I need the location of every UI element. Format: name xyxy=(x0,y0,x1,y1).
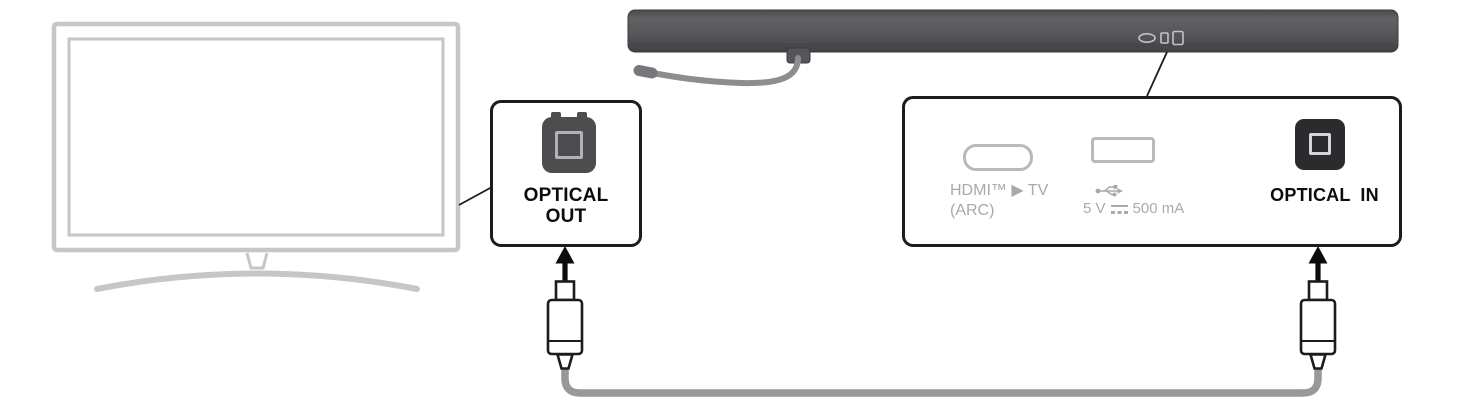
optical-plug-left xyxy=(546,246,584,370)
hdmi-label-line1: HDMI™ ▶ TV xyxy=(950,182,1049,199)
soundbar-port-marks xyxy=(1138,30,1184,46)
hdmi-port-label: HDMI™ ▶ TV (ARC) xyxy=(950,181,1048,221)
up-arrow-icon xyxy=(555,246,575,264)
dc-symbol-icon xyxy=(1110,204,1128,214)
arrow-stem xyxy=(562,262,568,281)
hdmi-label-line2: (ARC) xyxy=(950,202,995,219)
plug-taper xyxy=(1308,353,1328,370)
up-arrow-icon xyxy=(1308,246,1328,264)
plug-body xyxy=(546,298,584,356)
power-cable-wire xyxy=(649,55,801,87)
plug-tip xyxy=(1307,280,1329,302)
usb-voltage: 5 V xyxy=(1083,200,1106,217)
arrow-stem xyxy=(1315,262,1321,281)
soundbar-pointer-line xyxy=(1146,51,1168,97)
optical-port-inner-square xyxy=(555,131,583,159)
tv-stand-neck xyxy=(245,252,269,270)
usb-icon xyxy=(1095,185,1123,197)
usb-port-icon xyxy=(1091,137,1155,163)
soundbar-body xyxy=(627,9,1399,53)
optical-in-label: OPTICAL IN xyxy=(1270,185,1379,205)
usb-symbol-wrap xyxy=(1095,183,1123,202)
optical-out-label-line2: OUT xyxy=(545,206,587,227)
power-cable xyxy=(633,55,801,87)
hdmi-port-icon xyxy=(963,144,1033,171)
soundbar-ports-callout: HDMI™ ▶ TV (ARC) 5 V 500 mA OPTICAL IN xyxy=(902,96,1402,247)
usb-current: 500 mA xyxy=(1132,200,1185,217)
soundbar xyxy=(627,9,1399,64)
optical-plug-right xyxy=(1299,246,1337,370)
plug-taper xyxy=(555,353,575,370)
power-cable-plug xyxy=(633,65,658,79)
tv-stand-base xyxy=(94,270,420,292)
plug-tip xyxy=(554,280,576,302)
optical-out-label: OPTICAL OUT xyxy=(493,185,639,227)
optical-out-callout: OPTICAL OUT xyxy=(490,100,642,247)
optical-out-port-icon xyxy=(542,112,596,173)
optical-cable xyxy=(561,344,1322,397)
optical-out-label-line1: OPTICAL xyxy=(523,185,609,206)
tv-screen xyxy=(67,37,445,237)
tv xyxy=(51,21,461,292)
tv-pointer-line xyxy=(458,186,493,206)
optical-in-port-icon xyxy=(1295,119,1345,170)
tv-frame xyxy=(51,21,461,253)
usb-power-label: 5 V 500 mA xyxy=(1083,199,1184,219)
optical-port-inner-square xyxy=(1309,133,1331,155)
plug-body xyxy=(1299,298,1337,356)
